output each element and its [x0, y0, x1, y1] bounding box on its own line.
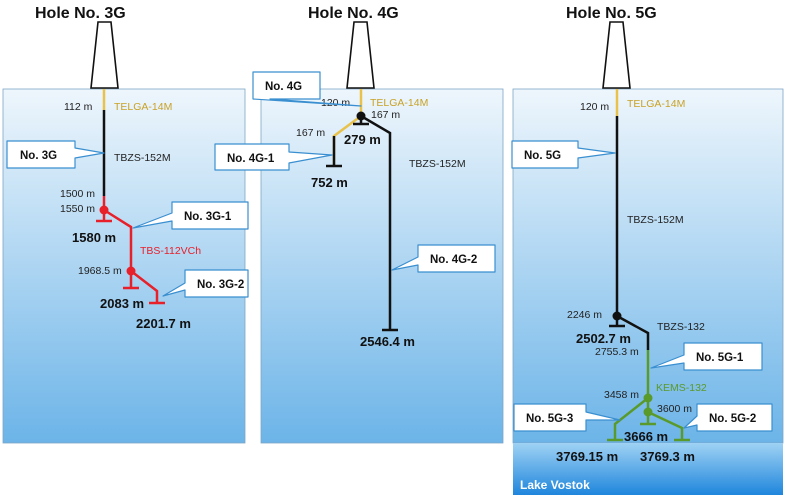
svg-text:No. 3G-1: No. 3G-1 [184, 211, 232, 223]
title-hole-3g: Hole No. 3G [35, 5, 126, 22]
label-telga-5g: TELGA-14M [627, 98, 685, 110]
svg-text:No. 3G-2: No. 3G-2 [197, 279, 244, 291]
depth-2246: 2246 m [567, 309, 602, 321]
hole-4g-boreholes [326, 89, 398, 332]
callout-3g-1: No. 3G-1 [132, 201, 249, 230]
bottom-3769-15: 3769.15 m [556, 449, 618, 464]
svg-text:No. 5G-3: No. 5G-3 [526, 413, 573, 425]
label-telga-4g: TELGA-14M [370, 97, 428, 109]
label-kems: KEMS-132 [656, 382, 707, 394]
lake-vostok-area [513, 443, 783, 495]
svg-text:No. 4G: No. 4G [265, 81, 302, 93]
label-tbs: TBS-112VCh [140, 245, 201, 257]
bottom-2083: 2083 m [100, 296, 144, 311]
label-tbzs-3g: TBZS-152M [114, 152, 171, 164]
drill-tower-5g-icon [602, 21, 631, 89]
depth-167-left: 167 m [296, 127, 325, 139]
callout-5g-1: No. 5G-1 [650, 342, 763, 371]
callout-4g: No. 4G [252, 71, 362, 107]
depth-120-4g: 120 m [321, 97, 350, 109]
callout-4g-2: No. 4G-2 [391, 244, 496, 273]
title-hole-5g: Hole No. 5G [566, 5, 657, 22]
callout-5g: No. 5G [511, 140, 616, 169]
depth-120-5g: 120 m [580, 101, 609, 113]
svg-text:No. 3G: No. 3G [20, 150, 57, 162]
depth-2755: 2755.3 m [595, 346, 639, 358]
depth-112: 112 m [64, 101, 93, 113]
lake-vostok-label: Lake Vostok [520, 478, 590, 492]
svg-text:No. 5G: No. 5G [524, 150, 561, 162]
label-tbzs152-5g: TBZS-152M [627, 214, 684, 226]
callout-5g-2: No. 5G-2 [683, 403, 773, 432]
callout-5g-3: No. 5G-3 [513, 403, 621, 432]
bottom-3769-3: 3769.3 m [640, 449, 695, 464]
bottom-2502: 2502.7 m [576, 331, 631, 346]
bottom-752: 752 m [311, 175, 348, 190]
depth-3600: 3600 m [657, 403, 692, 415]
svg-text:No. 4G-1: No. 4G-1 [227, 153, 275, 165]
drill-tower-3g-icon [90, 21, 119, 89]
label-telga-3g: TELGA-14M [114, 101, 172, 113]
label-tbzs-4g: TBZS-152M [409, 158, 466, 170]
bottom-2546: 2546.4 m [360, 334, 415, 349]
callout-4g-1: No. 4G-1 [214, 143, 333, 171]
callout-3g: No. 3G [6, 140, 105, 169]
depth-1500: 1500 m [60, 188, 95, 200]
depth-1550: 1550 m [60, 203, 95, 215]
label-tbzs132: TBZS-132 [657, 321, 705, 333]
svg-text:No. 5G-1: No. 5G-1 [696, 352, 744, 364]
bottom-2201: 2201.7 m [136, 316, 191, 331]
bottom-3666: 3666 m [624, 429, 668, 444]
drill-tower-4g-icon [346, 21, 375, 89]
depth-1968: 1968.5 m [78, 265, 122, 277]
svg-text:No. 5G-2: No. 5G-2 [709, 413, 756, 425]
depth-3458: 3458 m [604, 389, 639, 401]
callout-3g-2: No. 3G-2 [162, 269, 249, 298]
depth-167-right: 167 m [371, 109, 400, 121]
bottom-1580: 1580 m [72, 230, 116, 245]
title-hole-4g: Hole No. 4G [308, 5, 399, 22]
svg-text:No. 4G-2: No. 4G-2 [430, 254, 477, 266]
bottom-279: 279 m [344, 132, 381, 147]
hole-5g-boreholes [607, 89, 690, 442]
